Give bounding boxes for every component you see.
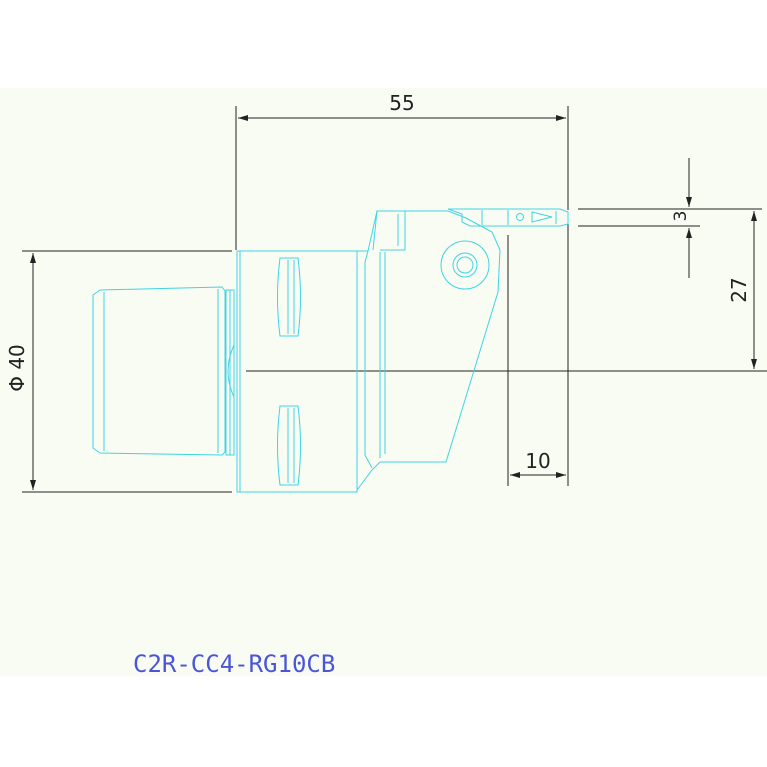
- flange: [236, 250, 358, 493]
- dim-label-reach: 10: [525, 449, 550, 473]
- head-step: [380, 211, 406, 251]
- dim-label-center-height: 27: [727, 277, 751, 302]
- shank-body: [92, 286, 226, 456]
- drive-slot-bottom: [277, 405, 301, 486]
- dim-label-overall-length: 55: [389, 91, 414, 115]
- tool-holder-outline: [92, 208, 569, 493]
- drive-slot-top: [277, 257, 301, 337]
- dim-label-shank-diameter: Φ 40: [5, 344, 29, 392]
- cutting-blade: [447, 208, 569, 227]
- cutting-insert-tip: [531, 211, 553, 223]
- clamp-screw-outer: [440, 240, 490, 290]
- dimension-lines: [22, 106, 767, 493]
- dim-label-blade-width: 3: [671, 211, 691, 222]
- shank-collar: [227, 344, 235, 398]
- part-number-label: C2R-CC4-RG10CB: [133, 650, 336, 678]
- clamp-screw-head: [452, 252, 478, 278]
- drawing-background: [0, 88, 767, 676]
- head-body: [356, 210, 501, 491]
